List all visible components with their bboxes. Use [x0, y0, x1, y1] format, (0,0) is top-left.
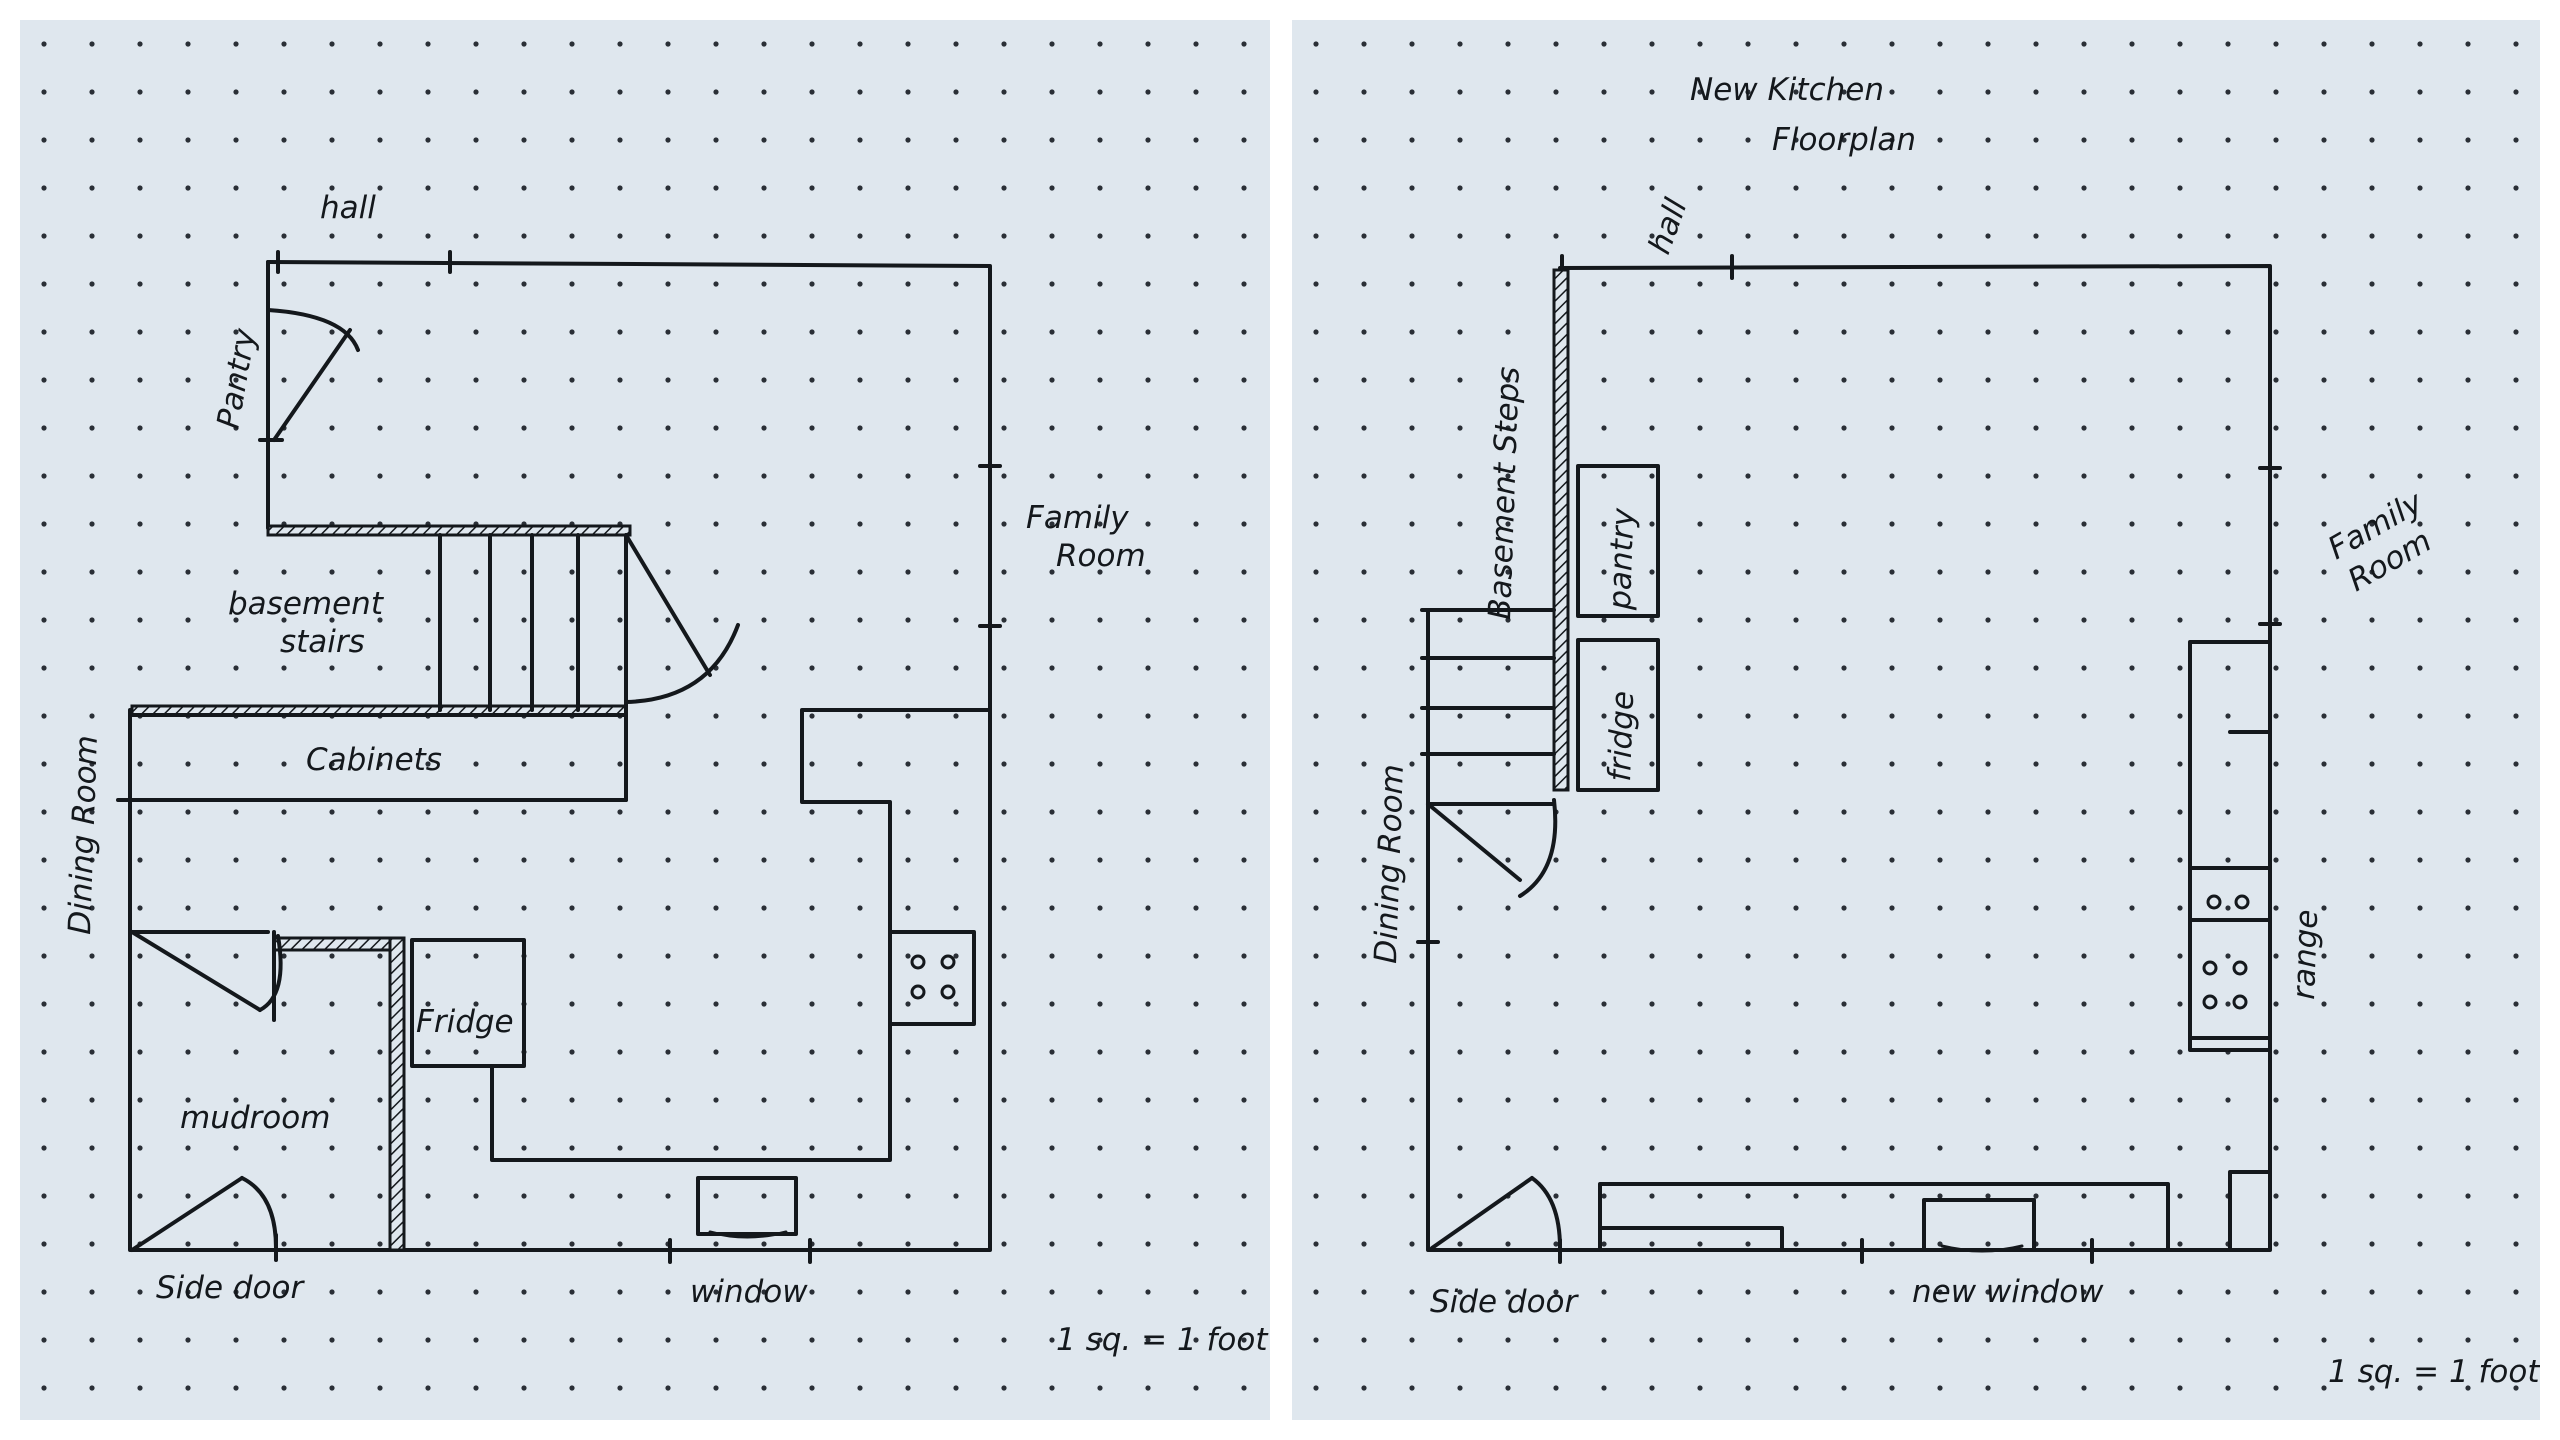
range-counter	[2188, 640, 2272, 1052]
pantry-cabinet	[1576, 464, 1660, 618]
scale-label: 1 sq. = 1 foot	[2328, 1354, 2540, 1390]
basement-steps-label: Basement Steps	[1482, 366, 1527, 620]
dining-room-label: Dining Room	[1368, 764, 1411, 965]
side-door-label: Side door	[156, 1270, 306, 1306]
window-label: window	[690, 1274, 808, 1310]
side-door-label: Side door	[1430, 1284, 1580, 1320]
existing-floorplan-drawing: hall Pantry Family Room basement stairs …	[20, 20, 1270, 1420]
kitchen-counters	[410, 708, 992, 1239]
hall-label: hall	[320, 190, 376, 226]
cabinets	[128, 708, 628, 802]
existing-floorplan-sheet: hall Pantry Family Room basement stairs …	[20, 20, 1270, 1420]
side-door	[1430, 1176, 1562, 1250]
dining-room-label: Dining Room	[62, 735, 105, 936]
mudroom-label: mudroom	[180, 1100, 330, 1136]
scale-label: 1 sq. = 1 foot	[1056, 1322, 1269, 1358]
dot-grid	[1292, 20, 2540, 1420]
exterior-walls	[116, 250, 1002, 1264]
range-label: range	[2286, 909, 2325, 1000]
cabinets-label: Cabinets	[306, 742, 442, 778]
new-window-label: new window	[1912, 1274, 2104, 1310]
title-line-2: Floorplan	[1772, 122, 1916, 158]
pantry-door	[258, 308, 360, 442]
new-floorplan-drawing: New Kitchen Floorplan hall Basement Step…	[1292, 20, 2540, 1420]
dot-grid	[20, 20, 1270, 1420]
title-line-1: New Kitchen	[1690, 72, 1884, 108]
basement-steps	[1420, 268, 1570, 898]
fridge-block	[1576, 638, 1660, 792]
fridge-label: fridge	[1602, 690, 1641, 782]
fridge-label: Fridge	[416, 1004, 514, 1040]
basement-label-2: stairs	[280, 624, 365, 660]
family-room-label-2: Room	[1056, 538, 1146, 574]
family-room-label-1: Family	[1026, 500, 1129, 536]
bottom-counter	[1598, 1170, 2272, 1253]
mudroom	[130, 930, 406, 1262]
pantry-label: pantry	[1602, 507, 1642, 611]
basement-label-1: basement	[228, 586, 385, 622]
basement-stairs	[130, 524, 740, 717]
new-floorplan-sheet: New Kitchen Floorplan hall Basement Step…	[1292, 20, 2540, 1420]
